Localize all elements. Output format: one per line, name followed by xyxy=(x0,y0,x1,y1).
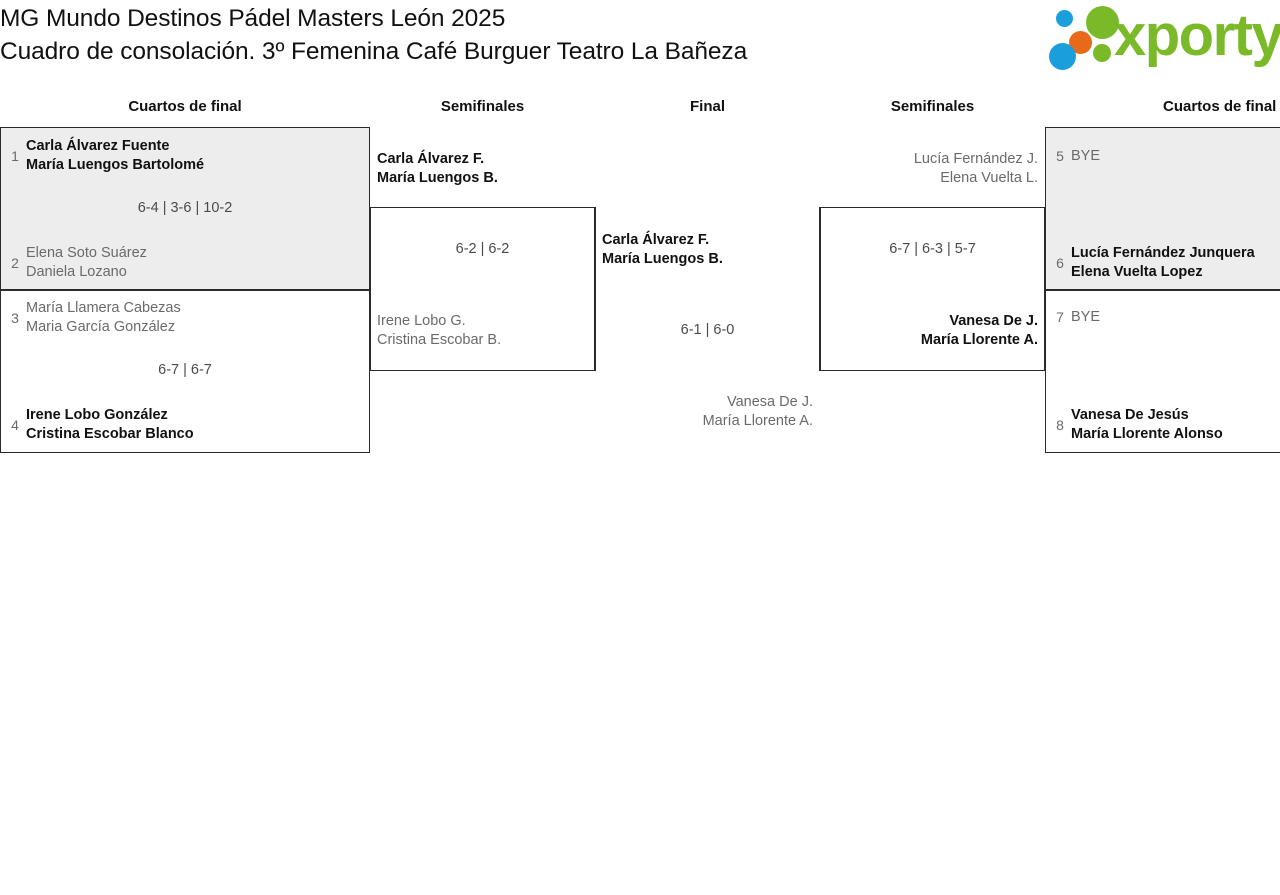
player-names: Lucía Fernández Junquera Elena Vuelta Lo… xyxy=(1071,244,1255,282)
match-box-sf-right-1[interactable] xyxy=(820,207,1045,371)
match-slot-qf-right-2-top[interactable]: 7 BYE xyxy=(1049,307,1280,327)
player-name-1: Carla Álvarez F. xyxy=(602,232,710,248)
seed-number: 7 xyxy=(1056,309,1064,325)
seed-number: 4 xyxy=(11,417,19,433)
seed-number: 6 xyxy=(1056,255,1064,271)
player-names: Carla Álvarez F. María Luengos B. xyxy=(377,150,498,188)
seed-number: 5 xyxy=(1056,148,1064,164)
match-slot-qf-left-1-top[interactable]: 1 Carla Álvarez Fuente María Luengos Bar… xyxy=(4,136,364,176)
match-box-sf-left-1[interactable] xyxy=(370,207,595,371)
match-box-qf-right-1[interactable] xyxy=(1045,127,1280,290)
page-header: MG Mundo Destinos Pádel Masters León 202… xyxy=(0,0,1280,78)
xporty-logo[interactable]: xporty xyxy=(1048,2,1280,72)
match-slot-final-top[interactable]: Carla Álvarez F. María Luengos B. xyxy=(602,230,817,270)
player-name-1: BYE xyxy=(1071,308,1101,325)
player-name-1: Irene Lobo G. xyxy=(377,313,466,329)
match-score-sf-right-1: 6-7 | 6-3 | 5-7 xyxy=(889,241,976,257)
match-score-qf-left-1: 6-4 | 3-6 | 10-2 xyxy=(137,200,233,216)
match-slot-sf-right-1-bottom[interactable]: Vanesa De J. María Llorente A. xyxy=(823,311,1038,351)
match-score-qf-left-2: 6-7 | 6-7 xyxy=(158,362,212,378)
match-score-sf-left-1: 6-2 | 6-2 xyxy=(455,241,510,257)
player-names: María Llamera Cabezas Maria García Gonzá… xyxy=(26,299,181,337)
player-name-1: Carla Álvarez Fuente xyxy=(26,138,170,154)
column-header-final: Final xyxy=(689,98,725,115)
player-name-1: Irene Lobo González xyxy=(26,407,168,423)
column-header-quarterfinals-left: Cuartos de final xyxy=(128,98,242,115)
match-slot-qf-right-1-top[interactable]: 5 BYE xyxy=(1049,146,1280,166)
match-box-qf-left-1[interactable] xyxy=(0,127,370,290)
player-name-1: Carla Álvarez F. xyxy=(377,151,485,167)
player-names: Vanesa De Jesús María Llorente Alonso xyxy=(1071,406,1223,444)
player-names: BYE xyxy=(1071,308,1100,327)
match-slot-sf-left-1-bottom[interactable]: Irene Lobo G. Cristina Escobar B. xyxy=(377,311,592,351)
match-slot-qf-right-2-bottom[interactable]: 8 Vanesa De Jesús María Llorente Alonso xyxy=(1049,405,1280,445)
match-box-qf-right-2[interactable] xyxy=(1045,290,1280,453)
logo-dots-icon xyxy=(1048,5,1126,70)
player-name-1: Lucía Fernández J. xyxy=(913,151,1038,167)
player-name-2: María Llorente Alonso xyxy=(1071,426,1223,442)
player-name-2: Cristina Escobar B. xyxy=(377,332,502,348)
player-name-2: María Llorente A. xyxy=(920,332,1038,348)
match-slot-qf-left-1-bottom[interactable]: 2 Elena Soto Suárez Daniela Lozano xyxy=(4,243,364,283)
player-names: BYE xyxy=(1071,147,1100,166)
match-slot-qf-left-2-top[interactable]: 3 María Llamera Cabezas Maria García Gon… xyxy=(4,298,364,338)
player-name-1: BYE xyxy=(1071,147,1101,164)
player-names: Carla Álvarez F. María Luengos B. xyxy=(602,231,723,269)
player-names: Carla Álvarez Fuente María Luengos Barto… xyxy=(26,137,204,175)
column-header-semifinals-left: Semifinales xyxy=(440,98,525,115)
logo-dot-blue-large xyxy=(1049,43,1076,70)
match-box-qf-left-2[interactable] xyxy=(0,290,370,453)
title-line-2: Cuadro de consolación. 3º Femenina Café … xyxy=(0,38,748,65)
player-names: Vanesa De J. María Llorente A. xyxy=(921,312,1038,350)
player-name-1: Vanesa De Jesús xyxy=(1071,407,1189,423)
seed-number: 1 xyxy=(11,148,19,164)
match-slot-sf-left-1-top[interactable]: Carla Álvarez F. María Luengos B. xyxy=(377,149,592,189)
player-name-2: María Luengos B. xyxy=(377,170,498,186)
player-name-2: María Llorente A. xyxy=(702,413,813,429)
logo-dot-green-small xyxy=(1093,44,1111,62)
match-box-final[interactable] xyxy=(595,207,820,371)
player-name-2: Daniela Lozano xyxy=(26,264,127,280)
player-name-2: María Luengos B. xyxy=(602,251,723,267)
match-slot-qf-left-2-bottom[interactable]: 4 Irene Lobo González Cristina Escobar B… xyxy=(4,405,364,445)
tournament-title: MG Mundo Destinos Pádel Masters León 202… xyxy=(0,2,1030,68)
player-names: Irene Lobo González Cristina Escobar Bla… xyxy=(26,406,194,444)
match-slot-sf-right-1-top[interactable]: Lucía Fernández J. Elena Vuelta L. xyxy=(823,149,1038,189)
player-name-2: María Luengos Bartolomé xyxy=(26,157,205,173)
player-name-2: Elena Vuelta L. xyxy=(940,170,1038,186)
player-name-1: María Llamera Cabezas xyxy=(26,300,181,316)
player-name-1: Elena Soto Suárez xyxy=(26,245,147,261)
player-name-2: Maria García González xyxy=(26,319,176,335)
column-header-quarterfinals-right: Cuartos de final xyxy=(1163,98,1277,115)
logo-dot-green-large xyxy=(1086,6,1119,39)
player-name-1: Lucía Fernández Junquera xyxy=(1071,245,1255,261)
logo-dot-orange xyxy=(1069,31,1092,54)
player-name-2: Elena Vuelta Lopez xyxy=(1071,264,1203,280)
player-names: Vanesa De J. María Llorente A. xyxy=(703,393,813,431)
player-name-2: Cristina Escobar Blanco xyxy=(26,426,194,442)
logo-wordmark: xporty xyxy=(1114,3,1280,68)
title-line-1: MG Mundo Destinos Pádel Masters León 202… xyxy=(0,5,506,32)
match-score-final: 6-1 | 6-0 xyxy=(680,322,735,338)
column-header-semifinals-right: Semifinales xyxy=(890,98,975,115)
player-names: Elena Soto Suárez Daniela Lozano xyxy=(26,244,147,282)
match-slot-qf-right-1-bottom[interactable]: 6 Lucía Fernández Junquera Elena Vuelta … xyxy=(1049,243,1280,283)
player-names: Irene Lobo G. Cristina Escobar B. xyxy=(377,312,501,350)
seed-number: 8 xyxy=(1056,417,1064,433)
player-name-1: Vanesa De J. xyxy=(949,313,1038,329)
seed-number: 3 xyxy=(11,310,19,326)
logo-dot-blue-small xyxy=(1056,10,1073,27)
player-name-1: Vanesa De J. xyxy=(727,394,813,410)
seed-number: 2 xyxy=(11,255,19,271)
match-slot-final-bottom[interactable]: Vanesa De J. María Llorente A. xyxy=(598,392,813,432)
player-names: Lucía Fernández J. Elena Vuelta L. xyxy=(914,150,1038,188)
